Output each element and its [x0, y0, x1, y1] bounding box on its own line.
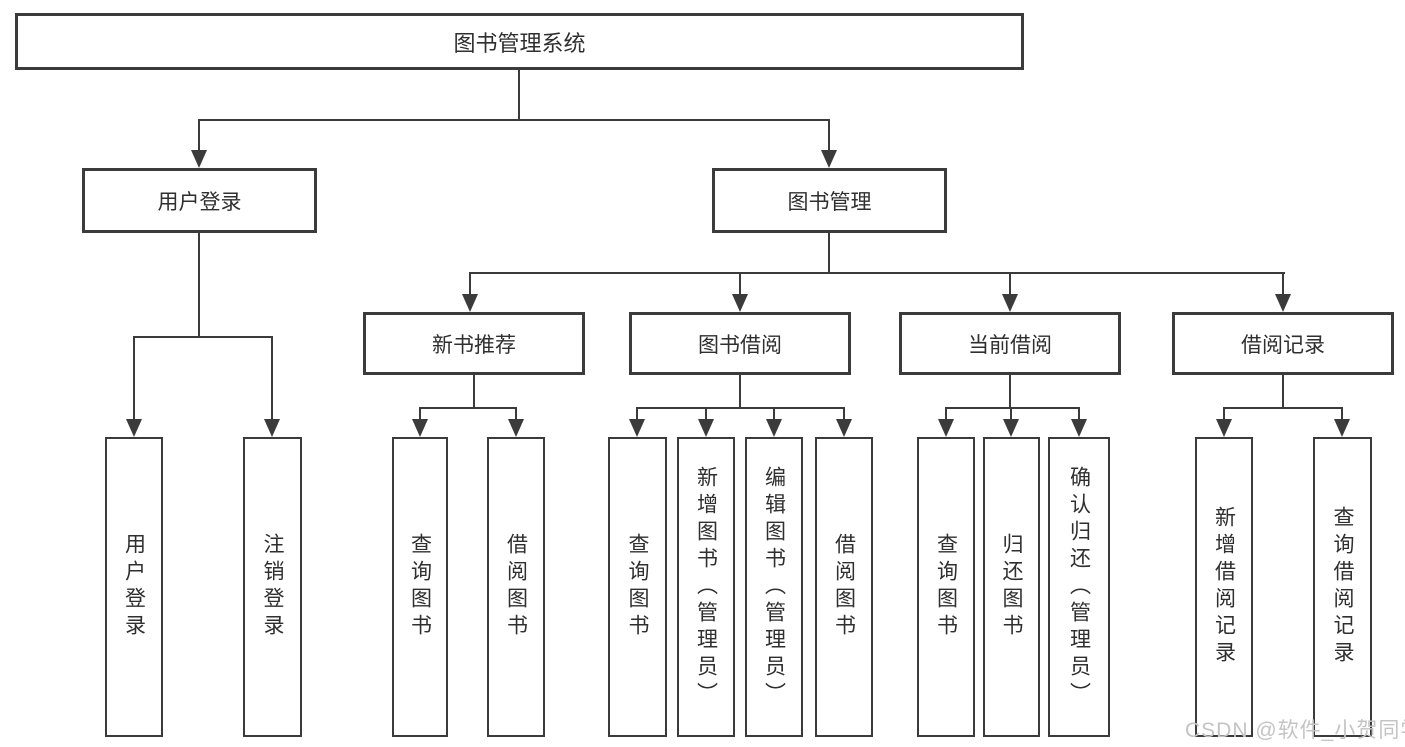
- connector-to-leaf: [1341, 407, 1343, 421]
- connector-to-current-borrow: [1009, 272, 1011, 296]
- connector-to-leaf: [271, 336, 273, 420]
- leaf-query-borrow-record: 查询借阅记录: [1313, 437, 1372, 737]
- leaf-label: 查询借阅记录: [1331, 506, 1354, 668]
- connector-bus: [945, 407, 1080, 409]
- node-root: 图书管理系统: [15, 13, 1024, 70]
- connector-to-book-borrow: [739, 272, 741, 296]
- arrowhead-icon: [126, 419, 142, 437]
- connector-stem: [1009, 375, 1011, 408]
- node-label: 图书管理: [787, 190, 872, 214]
- leaf-label: 确认归还（管理员）: [1067, 465, 1091, 709]
- arrowhead-icon: [1003, 419, 1019, 437]
- arrowhead-icon: [1002, 294, 1018, 312]
- leaf-label: 编辑图书（管理员）: [762, 465, 786, 709]
- connector-to-leaf: [1078, 407, 1080, 421]
- node-label: 当前借阅: [968, 333, 1052, 357]
- node-book-management: 图书管理: [712, 168, 947, 233]
- connector-to-leaf: [1010, 407, 1012, 421]
- connector-user-login-stem: [198, 233, 200, 337]
- leaf-borrow-books-1: 借阅图书: [487, 437, 545, 737]
- connector-to-leaf: [945, 407, 947, 421]
- leaf-edit-books-admin: 编辑图书（管理员）: [745, 437, 803, 737]
- connector-to-leaf: [705, 407, 707, 421]
- node-label: 图书借阅: [698, 333, 782, 357]
- connector-to-leaf: [1223, 407, 1225, 421]
- node-user-login: 用户登录: [82, 168, 317, 233]
- connector-stem: [739, 375, 741, 408]
- connector-bus: [419, 407, 517, 409]
- connector-to-leaf: [133, 336, 135, 420]
- leaf-label: 借阅图书: [504, 533, 528, 641]
- leaf-label: 借阅图书: [832, 533, 856, 641]
- node-label: 新书推荐: [432, 333, 516, 357]
- arrowhead-icon: [1334, 419, 1350, 437]
- leaf-label: 用户登录: [122, 533, 146, 641]
- connector-to-leaf: [843, 407, 845, 421]
- leaf-label: 查询图书: [934, 533, 958, 641]
- arrowhead-icon: [412, 419, 428, 437]
- arrowhead-icon: [1216, 419, 1232, 437]
- arrowhead-icon: [938, 419, 954, 437]
- connector-book-mgmt-stem: [828, 233, 830, 273]
- connector-to-user-login: [198, 119, 200, 153]
- connector-user-login-bus: [133, 336, 273, 338]
- leaf-label: 注销登录: [261, 533, 284, 641]
- arrowhead-icon: [1071, 419, 1087, 437]
- leaf-query-books-2: 查询图书: [608, 437, 667, 737]
- node-root-label: 图书管理系统: [453, 30, 586, 56]
- node-current-borrow: 当前借阅: [899, 312, 1121, 375]
- connector-root-stem: [518, 70, 520, 120]
- connector-root-bus: [198, 119, 830, 121]
- leaf-query-books-1: 查询图书: [392, 437, 448, 737]
- leaf-user-login: 用户登录: [105, 437, 163, 737]
- connector-stem: [1282, 375, 1284, 408]
- arrowhead-icon: [821, 150, 837, 168]
- arrowhead-icon: [629, 419, 645, 437]
- connector-to-book-management: [828, 119, 830, 153]
- node-book-borrow: 图书借阅: [629, 312, 851, 375]
- connector-stem: [473, 375, 475, 408]
- arrowhead-icon: [462, 294, 478, 312]
- connector-to-new-book-recommend: [469, 272, 471, 296]
- leaf-return-books: 归还图书: [983, 437, 1040, 737]
- leaf-label: 归还图书: [1000, 533, 1023, 641]
- arrowhead-icon: [508, 419, 524, 437]
- leaf-label: 新增图书（管理员）: [694, 465, 718, 709]
- arrowhead-icon: [264, 419, 280, 437]
- leaf-label: 查询图书: [626, 533, 649, 641]
- leaf-add-books-admin: 新增图书（管理员）: [677, 437, 735, 737]
- connector-to-leaf: [515, 407, 517, 421]
- leaf-confirm-return-admin: 确认归还（管理员）: [1048, 437, 1110, 737]
- leaf-label: 查询图书: [408, 533, 432, 641]
- leaf-label: 新增借阅记录: [1212, 506, 1236, 668]
- connector-to-leaf: [419, 407, 421, 421]
- connector-book-mgmt-bus: [469, 272, 1285, 274]
- connector-bus: [636, 407, 845, 409]
- csdn-watermark: CSDN @软件_小贺同学: [1185, 719, 1405, 742]
- node-new-book-recommend: 新书推荐: [363, 312, 585, 375]
- arrowhead-icon: [836, 419, 852, 437]
- node-label: 用户登录: [157, 190, 242, 214]
- arrowhead-icon: [766, 419, 782, 437]
- connector-to-borrow-record: [1282, 272, 1284, 296]
- leaf-query-books-3: 查询图书: [917, 437, 975, 737]
- connector-bus: [1223, 407, 1343, 409]
- leaf-logout: 注销登录: [243, 437, 302, 737]
- leaf-add-borrow-record: 新增借阅记录: [1195, 437, 1253, 737]
- connector-to-leaf: [636, 407, 638, 421]
- arrowhead-icon: [732, 294, 748, 312]
- node-borrow-record: 借阅记录: [1172, 312, 1394, 375]
- arrowhead-icon: [1275, 294, 1291, 312]
- connector-to-leaf: [773, 407, 775, 421]
- arrowhead-icon: [191, 150, 207, 168]
- arrowhead-icon: [698, 419, 714, 437]
- node-label: 借阅记录: [1241, 333, 1325, 357]
- leaf-borrow-books-2: 借阅图书: [815, 437, 873, 737]
